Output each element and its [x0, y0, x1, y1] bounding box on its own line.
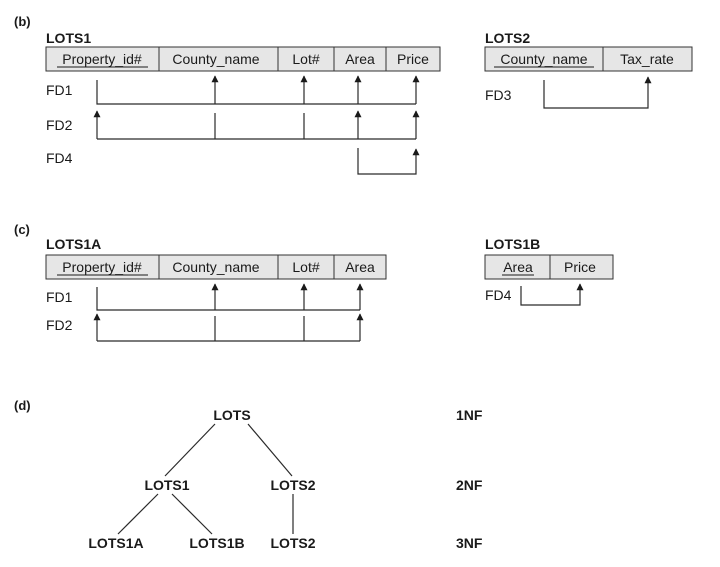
attr-cell-tax-rate: [602, 46, 693, 72]
normal-form-1nf: 1NF: [456, 407, 483, 423]
tree-edge: [164, 423, 216, 477]
fd4-label: FD4: [46, 150, 73, 166]
tree-edge: [247, 423, 293, 477]
relation-lots1a: LOTS1A Property_id# County_name Lot# Are…: [45, 236, 387, 342]
section-b-label: (b): [14, 14, 31, 29]
attr-area: Area: [345, 51, 375, 67]
tree-edge: [171, 493, 213, 535]
attr-lot: Lot#: [292, 51, 319, 67]
normal-form-3nf: 3NF: [456, 535, 483, 551]
fd4-label: FD4: [485, 287, 512, 303]
fd3-label: FD3: [485, 87, 512, 103]
attr-area: Area: [503, 259, 533, 275]
attr-price: Price: [397, 51, 429, 67]
relation-name-lots2: LOTS2: [485, 30, 530, 46]
fd1-arrows: [96, 75, 420, 105]
attr-cell-area: [333, 254, 387, 280]
tree-node-lots2: LOTS2: [270, 477, 315, 493]
relation-lots1: LOTS1 Property_id# County_name Lot# Area…: [45, 30, 441, 175]
attr-county-name: County_name: [500, 51, 587, 67]
attr-cell-lot: [277, 46, 335, 72]
fd4-arrows: [520, 283, 584, 306]
attr-county-name: County_name: [172, 51, 259, 67]
attr-cell-county-name: [158, 254, 279, 280]
section-c-label: (c): [14, 222, 30, 237]
tree-node-lots1: LOTS1: [144, 477, 189, 493]
attr-lot: Lot#: [292, 259, 319, 275]
fd1-label: FD1: [46, 289, 73, 305]
relation-name-lots1a: LOTS1A: [46, 236, 101, 252]
tree-edge: [117, 493, 159, 535]
relation-name-lots1b: LOTS1B: [485, 236, 540, 252]
attr-cell-price: [549, 254, 614, 280]
attr-tax-rate: Tax_rate: [620, 51, 674, 67]
fd1-label: FD1: [46, 82, 73, 98]
fd3-arrows: [543, 76, 652, 109]
attr-property-id: Property_id#: [62, 51, 142, 67]
relation-name-lots1: LOTS1: [46, 30, 91, 46]
fd2-arrows: [93, 110, 420, 140]
fd1-arrows: [96, 283, 364, 311]
decomposition-tree: LOTS LOTS1 LOTS2 LOTS1A LOTS1B LOTS2 1NF…: [88, 407, 483, 551]
fd2-label: FD2: [46, 117, 73, 133]
attr-cell-price: [385, 46, 441, 72]
relation-lots2: LOTS2 County_name Tax_rate FD3: [484, 30, 693, 109]
attr-price: Price: [564, 259, 596, 275]
normal-form-2nf: 2NF: [456, 477, 483, 493]
section-d-label: (d): [14, 398, 31, 413]
tree-node-lots1a: LOTS1A: [88, 535, 143, 551]
tree-node-lots2-3nf: LOTS2: [270, 535, 315, 551]
attr-area: Area: [345, 259, 375, 275]
attr-cell-county-name: [158, 46, 279, 72]
attr-county-name: County_name: [172, 259, 259, 275]
fd2-label: FD2: [46, 317, 73, 333]
attr-property-id: Property_id#: [62, 259, 142, 275]
fd4-arrows: [357, 148, 420, 175]
fd2-arrows: [93, 313, 364, 342]
tree-node-lots: LOTS: [213, 407, 250, 423]
tree-node-lots1b: LOTS1B: [189, 535, 244, 551]
relation-lots1b: LOTS1B Area Price FD4: [484, 236, 614, 306]
